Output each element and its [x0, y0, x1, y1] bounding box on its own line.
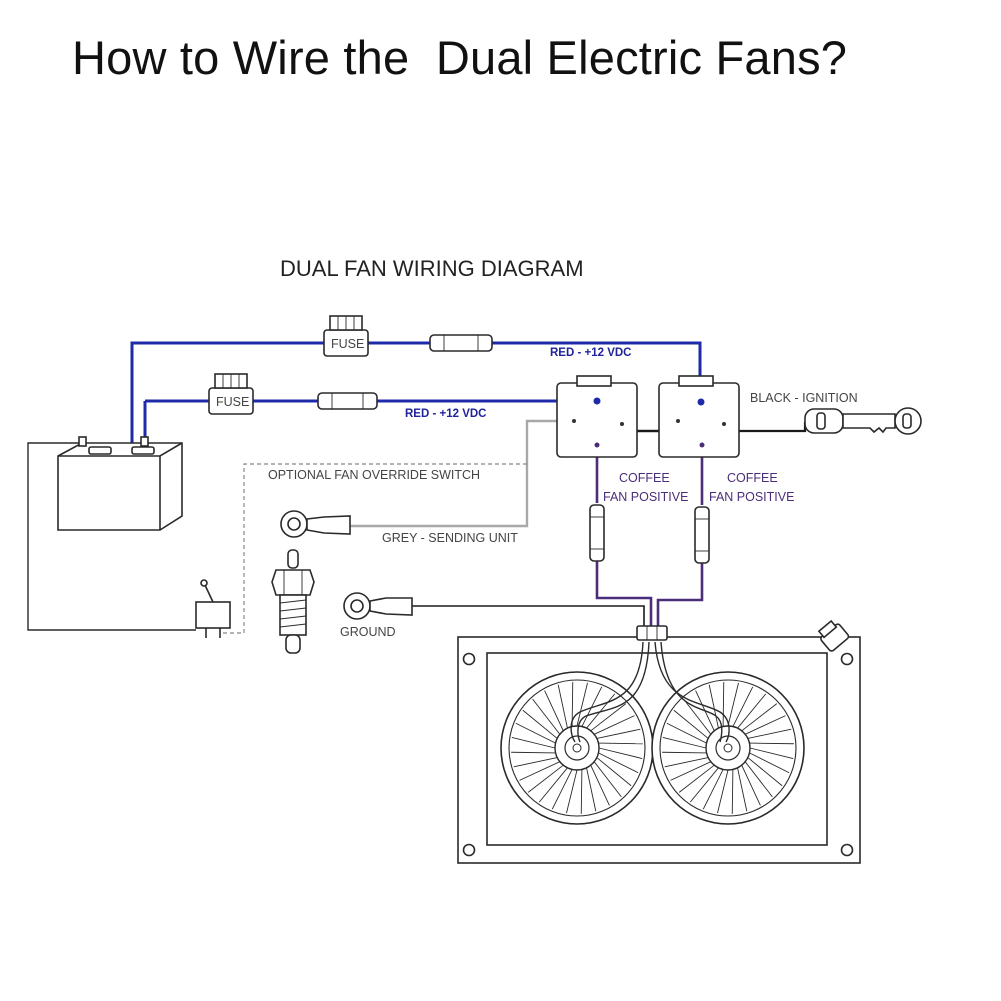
sending-unit-wire: [350, 419, 574, 528]
temperature-sending-unit-icon: [271, 549, 315, 654]
butt-connector-icon: [694, 506, 710, 564]
fan-icon: [500, 671, 654, 825]
ring-terminal-icon: [343, 592, 413, 620]
butt-connector-icon: [317, 392, 378, 410]
butt-connector-icon: [429, 334, 493, 352]
butt-connector-icon: [589, 504, 605, 562]
fan-icon: [651, 671, 805, 825]
fan-connector-plug: [636, 625, 668, 641]
ground-label: GROUND: [340, 625, 396, 639]
relay-icon: [556, 375, 638, 458]
override-switch-label: OPTIONAL FAN OVERRIDE SWITCH: [268, 468, 480, 482]
fuse-icon: FUSE: [208, 373, 254, 415]
coffee-label: COFFEE: [619, 471, 670, 485]
fan-positive-label: FAN POSITIVE: [709, 490, 794, 504]
relay-icon: [658, 375, 740, 458]
ignition-key-icon: [804, 407, 922, 435]
red-wire-label: RED - +12 VDC: [550, 347, 631, 359]
ring-terminal-icon: [280, 510, 351, 538]
coffee-label: COFFEE: [727, 471, 778, 485]
battery-ground-wire: [27, 442, 196, 631]
override-switch-wire: [222, 463, 527, 634]
diagram-title: DUAL FAN WIRING DIAGRAM: [280, 256, 584, 281]
fan-positive-label: FAN POSITIVE: [603, 490, 688, 504]
fuse-label: FUSE: [331, 337, 364, 351]
red-wire-label: RED - +12 VDC: [405, 408, 486, 420]
ignition-wire-label: BLACK - IGNITION: [750, 391, 858, 405]
fuse-icon: FUSE: [323, 315, 369, 357]
toggle-switch-icon: [195, 579, 231, 638]
sending-unit-label: GREY - SENDING UNIT: [382, 531, 518, 545]
ground-wire: [412, 605, 645, 628]
fan-leads: [570, 641, 730, 743]
page-title: How to Wire the Dual Electric Fans?: [72, 31, 848, 84]
battery-icon: [57, 436, 183, 531]
fuse-label: FUSE: [216, 395, 249, 409]
